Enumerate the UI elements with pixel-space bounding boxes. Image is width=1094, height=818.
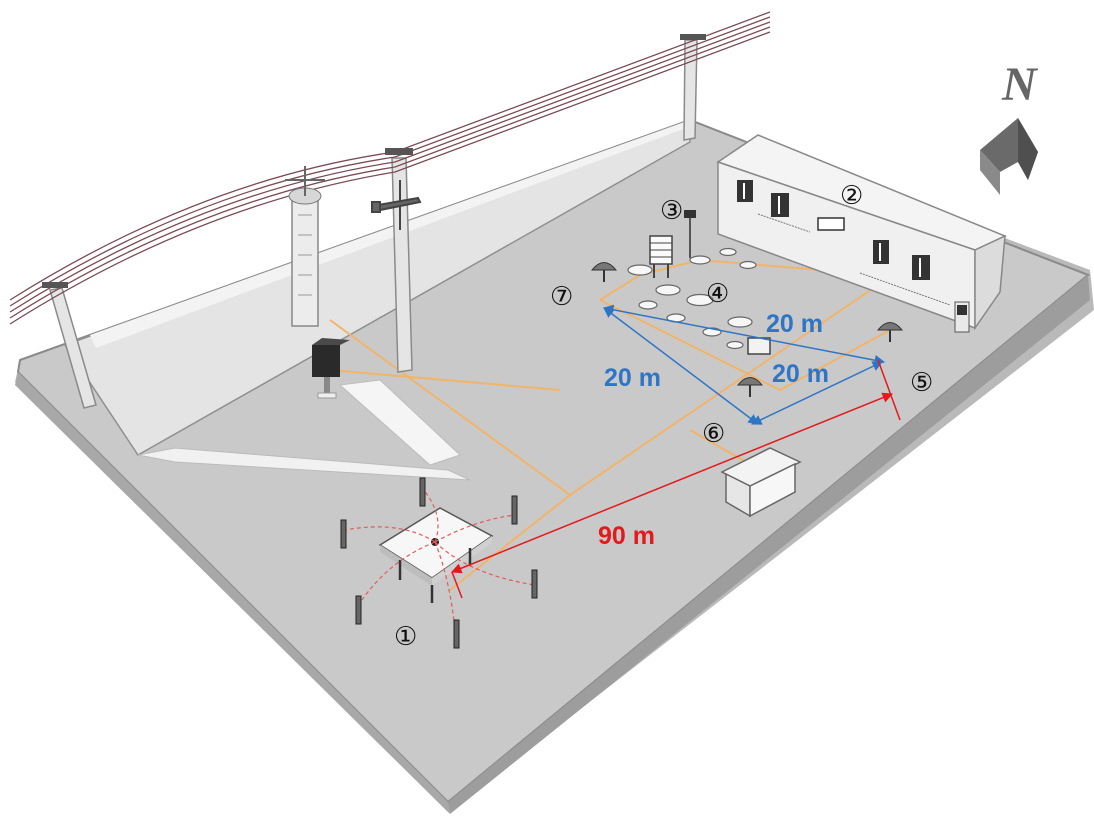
kiosk (954, 301, 970, 333)
pole-crossarms (42, 34, 706, 288)
marker-1: ① (394, 622, 417, 652)
distance-label-top: 20 m (766, 310, 823, 338)
meteorological-tower (285, 166, 325, 327)
distance-label-red: 90 m (598, 522, 655, 550)
instrument-shelter (649, 210, 696, 278)
station-building (716, 134, 1007, 331)
marker-5: ⑤ (910, 368, 933, 398)
north-indicator: N (980, 58, 1039, 195)
arrow-1-to-5 (451, 392, 893, 574)
marker-7: ⑦ (550, 282, 573, 312)
north-letter: N (1001, 58, 1039, 111)
marker-6: ⑥ (702, 419, 725, 449)
distance-label-left: 20 m (604, 364, 661, 392)
distance-arrows (451, 304, 901, 599)
wind-sensor (371, 180, 422, 230)
power-poles (49, 39, 698, 409)
distance-label-right: 20 m (772, 360, 829, 388)
equipment-box (312, 338, 350, 399)
marker-3: ③ (660, 196, 683, 226)
marker-2: ② (840, 181, 863, 211)
data-logger-box (747, 337, 771, 355)
marker-4: ④ (706, 279, 729, 309)
north-arrow-icon (980, 118, 1038, 195)
